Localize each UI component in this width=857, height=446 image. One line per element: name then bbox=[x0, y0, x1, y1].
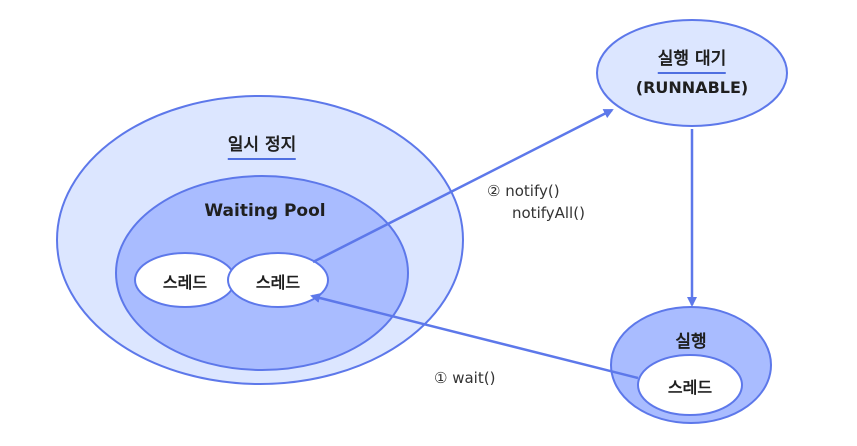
paused-state-title-text: 일시 정지 bbox=[227, 135, 297, 160]
paused-state-title: 일시 정지 bbox=[227, 130, 297, 160]
runnable-state-title: 실행 대기 bbox=[657, 44, 727, 74]
notify-edge-label: ② notify() notifyAll() bbox=[487, 180, 585, 224]
waiting-pool-title: Waiting Pool bbox=[204, 201, 326, 221]
running-thread-label: 스레드 bbox=[667, 378, 713, 397]
running-thread-node bbox=[637, 354, 743, 416]
wait-arrow bbox=[310, 293, 639, 380]
wait-edge-label: ① wait() bbox=[434, 369, 496, 387]
running-state-title: 실행 bbox=[675, 332, 707, 352]
notify-label-line1: ② notify() bbox=[487, 182, 560, 200]
runnable-state-ellipse bbox=[596, 19, 788, 127]
runnable-state-title-text: 실행 대기 bbox=[657, 49, 727, 74]
notify-arrow bbox=[312, 108, 614, 264]
notify-label-line2: notifyAll() bbox=[512, 204, 585, 222]
runnable-state-subtitle: (RUNNABLE) bbox=[635, 78, 749, 97]
waiting-thread-label-1: 스레드 bbox=[162, 273, 208, 292]
waiting-thread-label-2: 스레드 bbox=[255, 273, 301, 292]
waiting-thread-node-2 bbox=[227, 252, 329, 308]
